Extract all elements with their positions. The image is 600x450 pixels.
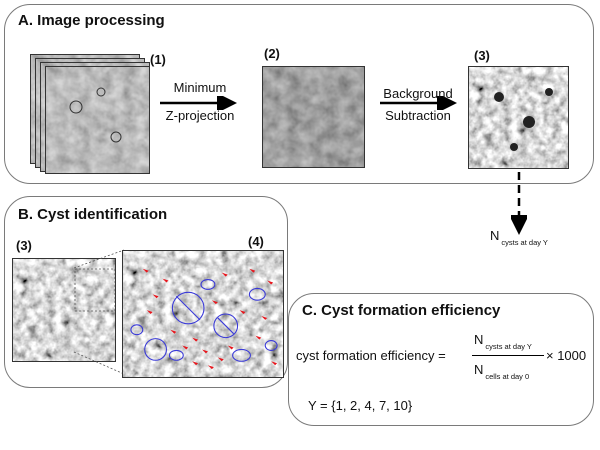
arrow-2-label-line2: Subtraction	[385, 108, 451, 123]
efficiency-lhs: cyst formation efficiency =	[296, 348, 446, 363]
step-2-label: (2)	[264, 46, 280, 61]
dashed-arrow-down-icon	[511, 172, 527, 235]
arrow-1-label-line1: Minimum	[173, 80, 227, 95]
step-3-label: (3)	[474, 48, 490, 63]
cyst-markers	[142, 268, 278, 370]
step-1-label: (1)	[150, 52, 166, 67]
numerator-n: N	[474, 332, 484, 347]
denominator-n: N	[474, 362, 484, 377]
panel-cyst-formation-efficiency	[288, 293, 594, 426]
count-n: N	[490, 228, 500, 243]
background-subtracted-image-small	[12, 258, 116, 362]
background-subtracted-image	[468, 66, 569, 169]
panel-b-left-label: (3)	[16, 238, 32, 253]
zoom-connector-lines	[73, 249, 125, 375]
arrow-2-label-line1: Background	[383, 86, 453, 101]
panel-c-title: C. Cyst formation efficiency	[302, 302, 501, 319]
panel-b-right-label: (4)	[248, 234, 264, 249]
y-values-definition: Y = {1, 2, 4, 7, 10}	[308, 398, 413, 413]
efficiency-multiplier: × 1000	[546, 348, 587, 363]
numerator-subscript: cysts at day Y	[485, 342, 532, 351]
denominator-subscript: cells at day 0	[485, 372, 530, 381]
annotated-cyst-image	[122, 250, 284, 378]
cyst-outlines	[130, 279, 278, 362]
arrow-right-icon	[160, 96, 237, 110]
count-subscript: cysts at day Y	[501, 238, 548, 247]
min-z-projection-image	[262, 66, 365, 168]
panel-a-title: A. Image processing	[18, 12, 165, 29]
arrow-1-label-line2: Z-projection	[165, 108, 235, 123]
panel-b-title: B. Cyst identification	[18, 206, 168, 223]
fraction-bar	[472, 355, 544, 356]
arrow-right-icon	[380, 96, 457, 110]
image-stack-front	[45, 66, 150, 174]
